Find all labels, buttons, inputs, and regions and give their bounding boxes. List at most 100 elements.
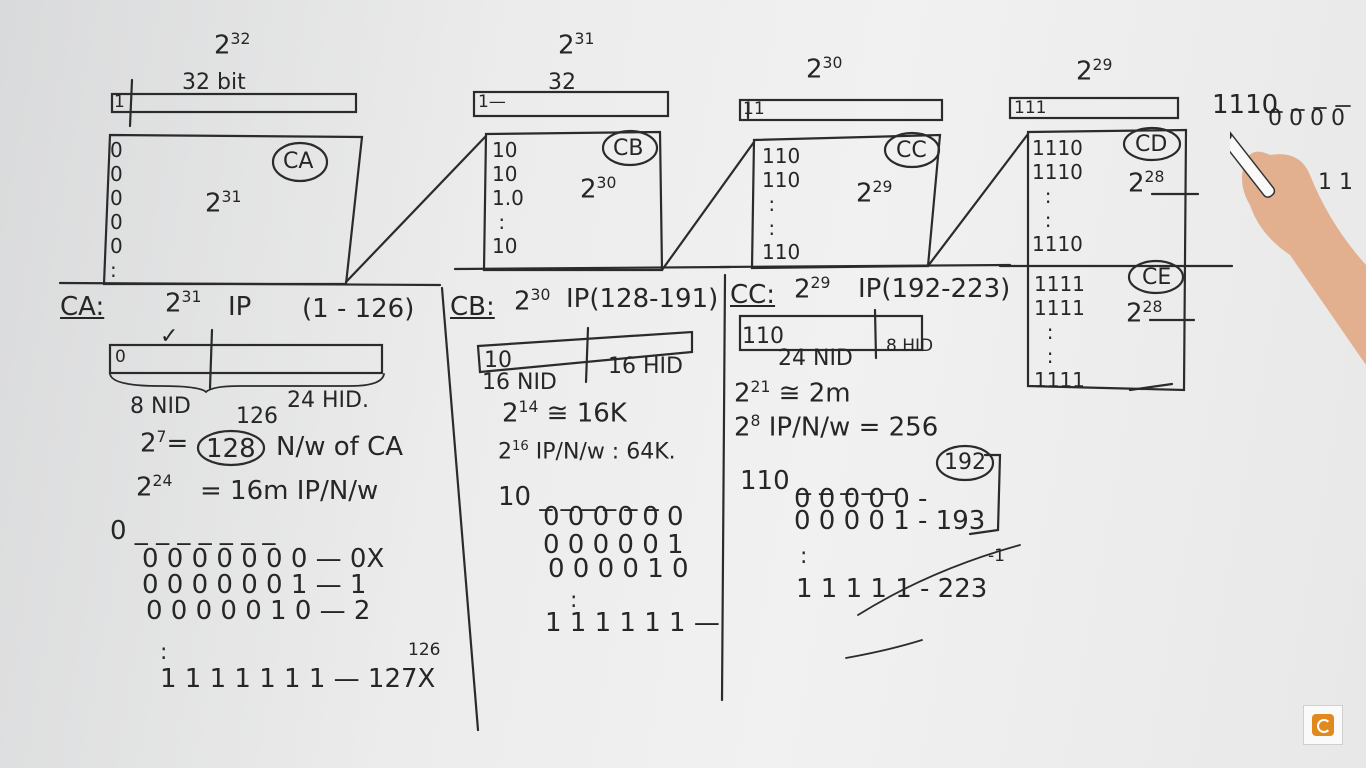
ca-column-bits: 0 0 0 0 0 : [110, 138, 123, 282]
cc-row-2: 0 0 0 0 1 - 193 [794, 506, 986, 536]
ce-circle [1127, 259, 1185, 295]
cb-circle [601, 129, 659, 167]
cb-split-bar-text: 10 [484, 348, 512, 373]
cb-hid: 16 HID [608, 354, 683, 379]
ca-row-2: 0 0 0 0 0 0 1 — 1 [142, 570, 367, 600]
cc-heading-ip: IP(192-223) [858, 274, 1011, 304]
section-divider-2 [720, 273, 727, 702]
cc-circle [883, 131, 941, 169]
cc-split-bar [738, 314, 924, 352]
cc-split-bar-text: 110 [742, 324, 784, 349]
cc-192-circle [935, 444, 995, 482]
ca-bits-label: 32 bit [182, 70, 246, 95]
ca-last-row: 1 1 1 1 1 1 1 — 127X [160, 664, 436, 694]
cb-box [482, 130, 664, 272]
cb-calc-2: 216 IP/N/w : 64K. [498, 439, 676, 465]
cb-row-2: 0 0 0 0 0 1 [543, 530, 684, 560]
ca-32bit-bar [110, 92, 358, 114]
cd-box [1026, 128, 1188, 392]
cb-calc-1: 214 ≅ 16K [502, 398, 627, 429]
ce-inner-power: 228 [1126, 298, 1163, 329]
cb-bits-label: 32 [548, 70, 576, 95]
cb-binary-head: 10 _ _ _ _ _ _ [498, 482, 659, 512]
ca-inner-power: 231 [205, 188, 242, 219]
cc-inner-power: 229 [856, 178, 893, 209]
cb-split-bar [476, 330, 694, 374]
ca-calc-1: 27= [140, 428, 189, 459]
ca-circle [271, 141, 329, 183]
cb-top-power: 231 [558, 30, 595, 61]
cb-row-3: 0 0 0 0 1 0 [548, 554, 689, 584]
ca-top-power: 232 [214, 30, 251, 61]
ca-calc-2: 224 [136, 472, 173, 503]
ca-split-bar-text: 0 [115, 347, 126, 367]
ca-last-note: 126 [408, 640, 441, 660]
cc-column-bits: 110 110 : : 110 [762, 144, 801, 264]
right-binary: 1110 [1212, 90, 1279, 120]
cc-nid: 24 NID [778, 346, 853, 371]
channel-logo [1303, 705, 1343, 745]
cd-bar-text: 111 [1014, 98, 1047, 118]
cc-calc-1: 221 ≅ 2m [734, 378, 851, 409]
ca-heading: CA: [60, 292, 105, 322]
cd-column-bits: 1110 1110 : : 1110 [1032, 136, 1083, 256]
ca-range: (1 - 126) [302, 294, 415, 324]
right-zeros: 0 0 0 0 [1268, 106, 1345, 131]
ca-heading-ip: IP [228, 292, 252, 322]
cc-top-power: 230 [806, 54, 843, 85]
cc-bar [738, 98, 944, 122]
ca-row-3: 0 0 0 0 0 1 0 — 2 [146, 596, 371, 626]
cb-heading-power: 230 [514, 286, 551, 317]
cc-circle-label: CC [896, 138, 927, 163]
ca-hid: 24 HID. [287, 388, 369, 413]
ca-nid: 8 NID [130, 394, 191, 419]
logo-icon [1312, 714, 1334, 736]
cc-calc-2: 28 IP/N/w = 256 [734, 412, 939, 443]
right-ones: 1 1 [1318, 170, 1353, 195]
cc-last-extra: -1 [988, 546, 1005, 566]
cc-hid: 8 HID [886, 336, 934, 356]
cb-last-row: 1 1 1 1 1 1 — [545, 608, 720, 638]
section-divider-1 [440, 286, 480, 732]
ca-check: ✓ [160, 324, 179, 349]
ca-calc-1-tail: N/w of CA [276, 432, 404, 462]
cc-192-label: 192 [944, 450, 986, 475]
ca-128-circle [196, 429, 266, 467]
cb-dots: : [570, 588, 578, 613]
ca-row-1: 0 0 0 0 0 0 0 — 0X [142, 544, 385, 574]
cd-circle-label: CD [1135, 132, 1168, 157]
ce-circle-label: CE [1142, 265, 1172, 290]
cb-inner-power: 230 [580, 174, 617, 205]
ca-calc-2-tail: = 16m IP/N/w [200, 476, 379, 506]
cc-row-1: 0 0 0 0 0 - [794, 484, 928, 514]
cb-32bit-bar [472, 90, 670, 118]
cb-heading: CB: [450, 292, 495, 322]
cc-heading: CC: [730, 280, 776, 310]
cd-bar [1008, 96, 1180, 120]
cb-nid: 16 NID [482, 370, 557, 395]
cb-heading-ip: IP(128-191) [566, 284, 719, 314]
cc-binary-head: 110 _ _ _ _ _ [740, 466, 896, 496]
ca-split-bar [108, 343, 384, 375]
cc-bar-text: 11 [743, 99, 765, 119]
cd-inner-power: 228 [1128, 168, 1165, 199]
ca-bar-text: 1 [114, 92, 125, 112]
cd-top-power: 229 [1076, 56, 1113, 87]
ca-circle-label: CA [283, 149, 314, 174]
ca-calc-1-value: 128 [206, 434, 256, 464]
cc-dots: : [800, 544, 808, 569]
presenter-hand [1230, 120, 1366, 365]
cb-circle-label: CB [613, 136, 644, 161]
cb-row-1: 0 0 0 0 0 0 [543, 502, 684, 532]
ca-dots: : [160, 640, 168, 665]
cc-heading-power: 229 [794, 274, 831, 305]
ca-divider [58, 281, 442, 287]
ca-binary-head: 0 _ _ _ _ _ _ _ [110, 516, 276, 546]
ca-hid-count: 126 [236, 404, 278, 429]
cc-last-row: 1 1 1 1 1 - 223 [796, 574, 988, 604]
cb-bar-text: 1— [478, 92, 506, 112]
ca-heading-power: 231 [165, 288, 202, 319]
cb-column-bits: 10 10 1.0 : 10 [492, 138, 524, 258]
